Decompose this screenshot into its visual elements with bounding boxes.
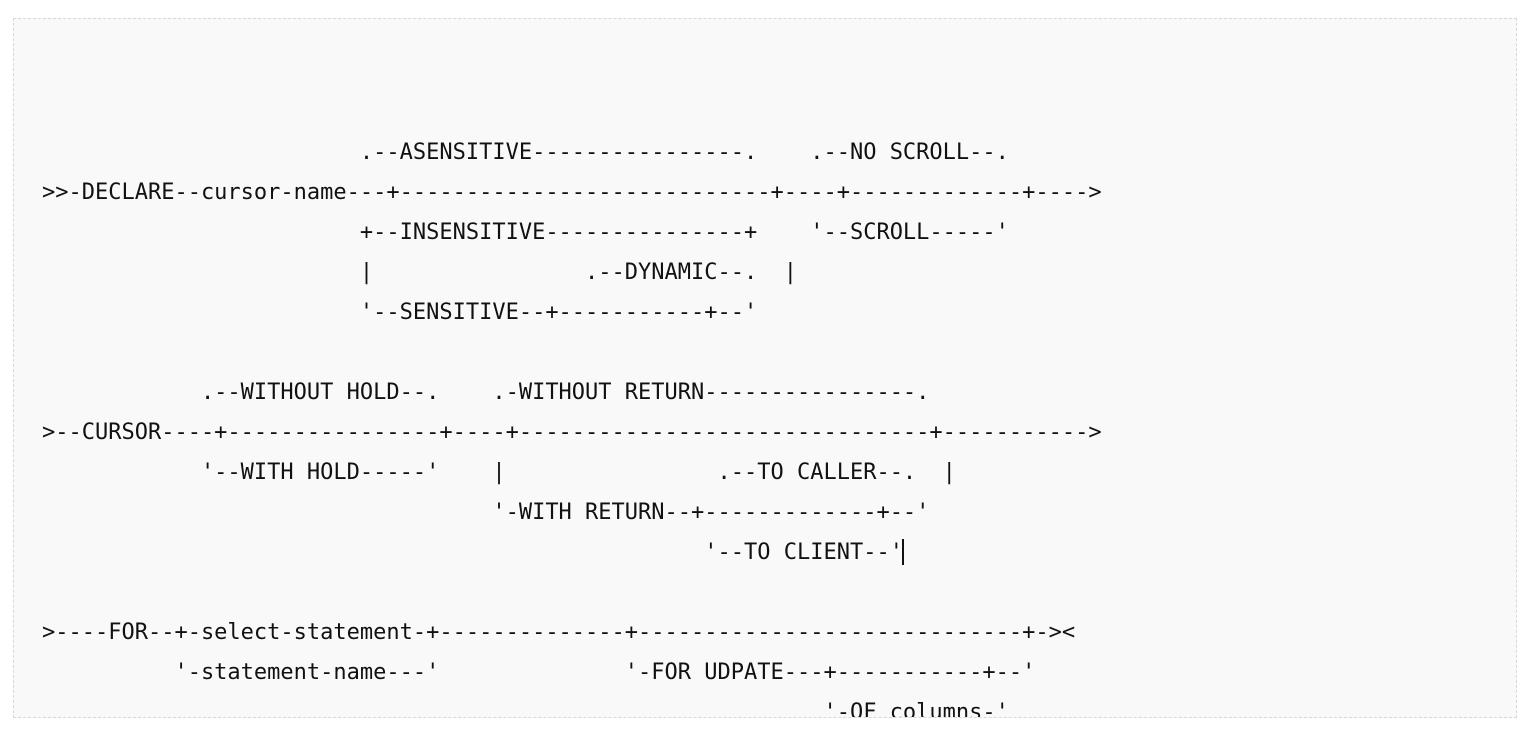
for-block: >----FOR--+-select-statement-+----------… bbox=[42, 613, 1102, 718]
cursor-line-4: '-WITH RETURN--+-------------+--' bbox=[42, 500, 930, 525]
block-spacer-2 bbox=[42, 573, 1102, 613]
for-line-2: '-statement-name---' '-FOR UDPATE---+---… bbox=[42, 660, 1036, 685]
cursor-line-1: .--WITHOUT HOLD--. .-WITHOUT RETURN-----… bbox=[42, 380, 930, 405]
cursor-block: .--WITHOUT HOLD--. .-WITHOUT RETURN-----… bbox=[42, 373, 1102, 573]
cursor-line-3: '--WITH HOLD-----' | .--TO CALLER--. | bbox=[42, 460, 956, 485]
cursor-line-5-text: '--TO CLIENT--' bbox=[42, 540, 903, 565]
declare-line-5: '--SENSITIVE--+-----------+--' bbox=[42, 300, 758, 325]
syntax-diagram-panel: .--ASENSITIVE----------------. .--NO SCR… bbox=[13, 18, 1517, 718]
cursor-line-5: '--TO CLIENT--' bbox=[42, 533, 1102, 573]
declare-line-3: +--INSENSITIVE---------------+ '--SCROLL… bbox=[42, 220, 1009, 245]
block-spacer-1 bbox=[42, 333, 1102, 373]
text-cursor-caret bbox=[901, 539, 904, 565]
declare-line-1: .--ASENSITIVE----------------. .--NO SCR… bbox=[42, 140, 1009, 165]
for-line-3: '-OF columns-' bbox=[42, 700, 1009, 718]
for-line-1: >----FOR--+-select-statement-+----------… bbox=[42, 620, 1076, 645]
declare-block: .--ASENSITIVE----------------. .--NO SCR… bbox=[42, 133, 1102, 333]
cursor-line-2: >--CURSOR----+----------------+----+----… bbox=[42, 420, 1102, 445]
syntax-diagram-text: .--ASENSITIVE----------------. .--NO SCR… bbox=[42, 93, 1102, 718]
declare-line-2: >>-DECLARE--cursor-name---+-------------… bbox=[42, 180, 1102, 205]
declare-line-4: | .--DYNAMIC--. | bbox=[42, 260, 797, 285]
